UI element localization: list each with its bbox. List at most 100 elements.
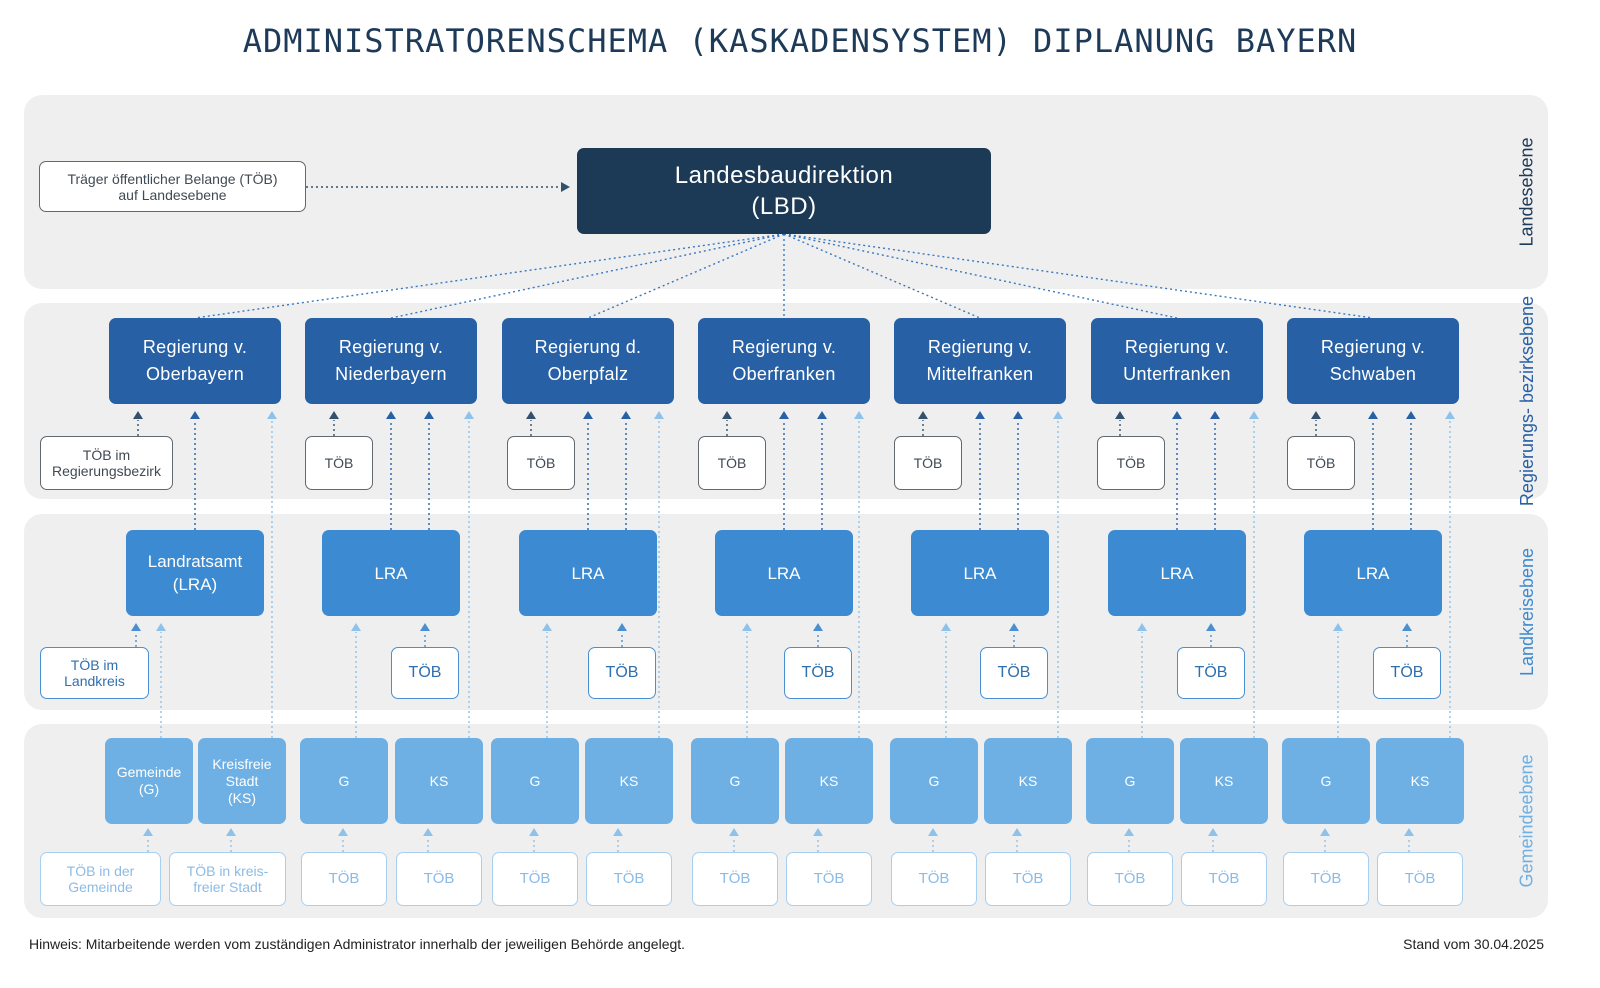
toeb-regierung-box: TÖB — [894, 436, 962, 490]
gemeinde-box: G — [890, 738, 978, 824]
arrow-head — [226, 828, 236, 836]
arrow-head — [817, 411, 827, 419]
toeb-kreisfreie-stadt-box: TÖB — [1181, 852, 1267, 906]
toeb-gemeinde-box: TÖB — [1283, 852, 1369, 906]
kreisfreie-stadt-box: KS — [395, 738, 483, 824]
arrow-head — [654, 411, 664, 419]
gemeinde-box: G — [1282, 738, 1370, 824]
arrow-head — [1013, 411, 1023, 419]
toeb-kreisfreie-stadt-box: TÖB — [985, 852, 1071, 906]
footer-date: Stand vom 30.04.2025 — [1403, 936, 1544, 952]
toeb-gemeinde-box: TÖB in der Gemeinde — [40, 852, 161, 906]
arrow-head — [143, 828, 153, 836]
arrow-head — [1208, 828, 1218, 836]
kreisfreie-stadt-box: KS — [1376, 738, 1464, 824]
lra-box: LRA — [1108, 530, 1246, 616]
arrow-head — [1445, 411, 1455, 419]
arrow-head — [424, 411, 434, 419]
arrow-head — [1311, 411, 1321, 419]
connector-line — [783, 233, 1374, 319]
arrow-head — [1206, 623, 1216, 631]
regierung-box: Regierung v. Oberbayern — [109, 318, 281, 404]
connector-line — [390, 233, 785, 319]
arrow-head — [613, 828, 623, 836]
toeb-lra-box: TÖB — [1177, 647, 1245, 699]
lra-box: LRA — [1304, 530, 1442, 616]
toeb-gemeinde-box: TÖB — [891, 852, 977, 906]
arrow-head — [1402, 623, 1412, 631]
arrow-head — [854, 411, 864, 419]
lra-box: LRA — [715, 530, 853, 616]
toeb-gemeinde-box: TÖB — [692, 852, 778, 906]
arrow-head — [338, 828, 348, 836]
arrow-head — [1053, 411, 1063, 419]
regierung-box: Regierung v. Schwaben — [1287, 318, 1459, 404]
arrow-head — [190, 411, 200, 419]
connector-line — [194, 233, 785, 319]
gemeinde-box: G — [491, 738, 579, 824]
arrow-head — [423, 828, 433, 836]
arrow-head — [1406, 411, 1416, 419]
toeb-kreisfreie-stadt-box: TÖB — [1377, 852, 1463, 906]
kreisfreie-stadt-box: KS — [585, 738, 673, 824]
lra-box: LRA — [911, 530, 1049, 616]
kreisfreie-stadt-box: KS — [1180, 738, 1268, 824]
arrow-head — [621, 411, 631, 419]
arrow-head — [156, 623, 166, 631]
arrow-head — [1320, 828, 1330, 836]
lra-box: LRA — [322, 530, 460, 616]
arrow-head — [1210, 411, 1220, 419]
arrow-head — [526, 411, 536, 419]
arrow-head — [941, 623, 951, 631]
arrow-head — [918, 411, 928, 419]
connector-line — [783, 233, 1178, 319]
arrow-head — [1404, 828, 1414, 836]
arrow-head — [351, 623, 361, 631]
toeb-gemeinde-box: TÖB — [301, 852, 387, 906]
arrow-head — [729, 828, 739, 836]
regierung-box: Regierung v. Niederbayern — [305, 318, 477, 404]
toeb-landesebene-box: Träger öffentlicher Belange (TÖB) auf La… — [39, 161, 306, 212]
connector-line — [587, 233, 785, 319]
arrow-head — [329, 411, 339, 419]
toeb-lra-box: TÖB — [980, 647, 1048, 699]
arrow-head — [133, 411, 143, 419]
arrow-head — [131, 623, 141, 631]
gemeinde-box: Gemeinde (G) — [105, 738, 193, 824]
arrow-head — [779, 411, 789, 419]
arrow-head — [1368, 411, 1378, 419]
toeb-lra-box: TÖB — [784, 647, 852, 699]
arrow-head — [386, 411, 396, 419]
arrow-head — [742, 623, 752, 631]
toeb-kreisfreie-stadt-box: TÖB — [586, 852, 672, 906]
toeb-regierung-box: TÖB — [507, 436, 575, 490]
gemeinde-box: G — [691, 738, 779, 824]
arrow-head — [1249, 411, 1259, 419]
kreisfreie-stadt-box: KS — [785, 738, 873, 824]
toeb-lra-box: TÖB — [1373, 647, 1441, 699]
arrow-head — [813, 828, 823, 836]
lra-box: Landratsamt (LRA) — [126, 530, 264, 616]
gemeinde-box: G — [1086, 738, 1174, 824]
arrow-head — [561, 182, 570, 192]
toeb-lra-box: TÖB — [588, 647, 656, 699]
toeb-gemeinde-box: TÖB — [1087, 852, 1173, 906]
toeb-kreisfreie-stadt-box: TÖB — [786, 852, 872, 906]
arrow-head — [1124, 828, 1134, 836]
arrow-head — [617, 623, 627, 631]
kreisfreie-stadt-box: Kreisfreie Stadt (KS) — [198, 738, 286, 824]
arrow-head — [1333, 623, 1343, 631]
toeb-kreisfreie-stadt-box: TÖB — [396, 852, 482, 906]
kreisfreie-stadt-box: KS — [984, 738, 1072, 824]
arrow-head — [267, 411, 277, 419]
toeb-regierung-box: TÖB — [698, 436, 766, 490]
regierung-box: Regierung v. Oberfranken — [698, 318, 870, 404]
arrow-head — [464, 411, 474, 419]
page-title: ADMINISTRATORENSCHEMA (KASKADENSYSTEM) D… — [242, 22, 1358, 60]
arrow-head — [1137, 623, 1147, 631]
arrow-head — [529, 828, 539, 836]
gemeinde-box: G — [300, 738, 388, 824]
toeb-regierung-box: TÖB — [1287, 436, 1355, 490]
arrow-head — [813, 623, 823, 631]
